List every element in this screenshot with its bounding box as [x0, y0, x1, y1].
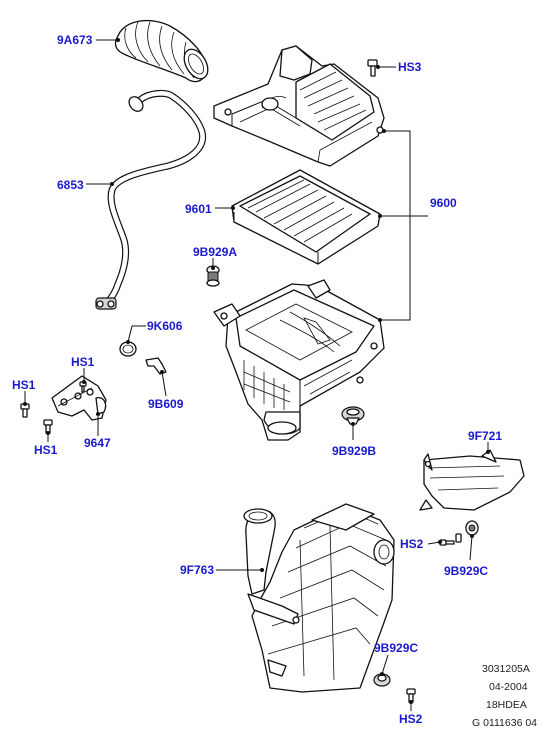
part-6853-breather-hose: [95, 89, 207, 310]
part-9a673-bellows: [114, 19, 209, 83]
part-hs2-upper-screw: [439, 539, 455, 546]
callout-9a673: 9A673: [57, 33, 93, 47]
callout-9b929c-lower: 9B929C: [374, 641, 418, 655]
callout-9600: 9600: [430, 196, 457, 210]
callout-hs3: HS3: [398, 60, 422, 74]
part-9f763-resonator: [243, 503, 395, 693]
part-9647-bracket: [51, 375, 107, 421]
callout-9k606: 9K606: [147, 319, 183, 333]
part-9b929b-grommet: [341, 406, 365, 425]
callout-9f763: 9F763: [180, 563, 214, 577]
part-hs1-screws: [20, 381, 87, 434]
callout-hs1-left: HS1: [12, 378, 36, 392]
part-air-cleaner-cover: [213, 45, 385, 167]
callout-6853: 6853: [57, 178, 84, 192]
part-9b929a-grommet: [206, 265, 220, 287]
callout-9601: 9601: [185, 202, 212, 216]
callout-9f721: 9F721: [468, 429, 502, 443]
part-9b929c-upper-grommet: [455, 520, 479, 543]
callout-9b929a: 9B929A: [193, 245, 237, 259]
callout-hs2-lower: HS2: [399, 712, 423, 726]
reference-date: 04-2004: [489, 681, 528, 693]
part-9601-filter-element: [231, 169, 381, 265]
callout-9b929c-upper: 9B929C: [444, 564, 488, 578]
reference-block: 3031205A 04-2004 18HDEA G 0111636 04: [472, 663, 537, 729]
reference-model: 18HDEA: [486, 699, 527, 711]
leader-lines: [23, 38, 490, 711]
callout-labels: 9A673 HS3 6853 9601 9600 9B929A 9K606 HS…: [12, 33, 502, 726]
callout-hs1-top: HS1: [71, 355, 95, 369]
reference-code: 3031205A: [482, 663, 530, 675]
callout-hs2-upper: HS2: [400, 537, 424, 551]
reference-number: G 0111636 04: [472, 717, 537, 729]
part-9k606-o-ring: [119, 341, 137, 357]
part-hs3-screw: [367, 59, 378, 77]
part-air-cleaner-housing: [213, 279, 385, 441]
callout-9b929b: 9B929B: [332, 444, 376, 458]
callout-9b609: 9B609: [148, 397, 184, 411]
callout-9647: 9647: [84, 436, 111, 450]
callout-hs1-bottom: HS1: [34, 443, 58, 457]
part-9f721-duct: [419, 449, 525, 511]
